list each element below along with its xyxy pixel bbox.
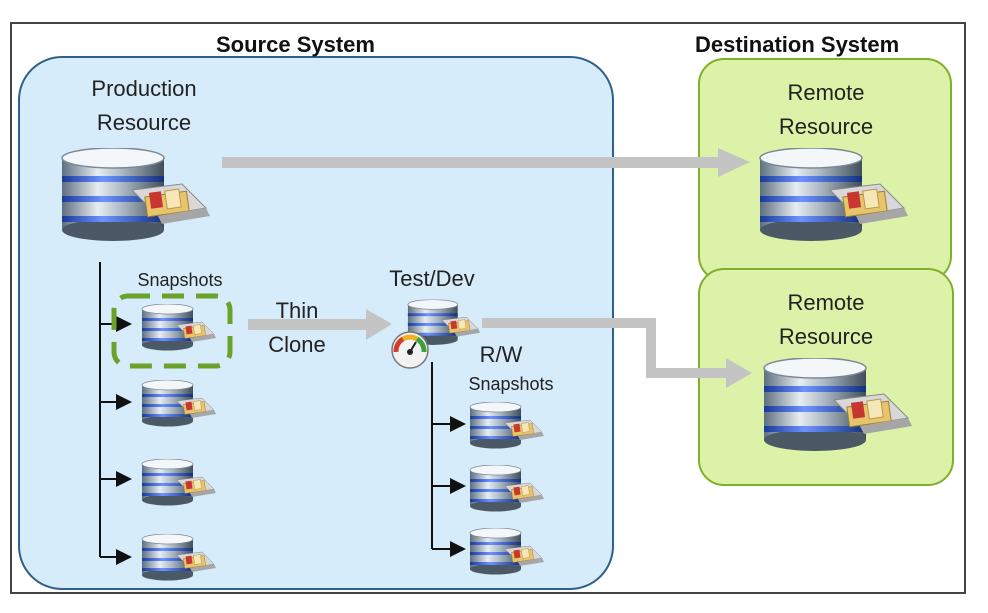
thin-clone-arrow: [248, 309, 392, 340]
selected-snapshot-highlight: [111, 293, 233, 369]
database-icon: [756, 358, 924, 454]
database-icon: [138, 530, 222, 586]
testdev-label: Test/Dev: [389, 266, 475, 291]
rw-snapshot-tree: [431, 362, 466, 557]
replication-arrow-bottom: [482, 318, 752, 388]
database-icon: [138, 300, 222, 356]
production-resource-label-line2: Resource: [96, 110, 192, 135]
remote-resource-2-line1: Remote: [787, 290, 865, 315]
snapshot-tree: [99, 262, 132, 565]
gauge-icon: [391, 331, 429, 369]
snapshots-label: Snapshots: [137, 270, 223, 290]
database-icon: [54, 148, 222, 244]
database-icon: [138, 455, 222, 511]
database-icon: [752, 148, 920, 244]
source-system-title: Source System: [216, 32, 375, 57]
production-resource-label-line1: Production: [91, 76, 197, 101]
production-resource-label: Production Resource: [70, 72, 218, 140]
remote-resource-1-line1: Remote: [787, 80, 865, 105]
rw-label: R/W: [479, 342, 523, 367]
database-icon: [466, 398, 550, 454]
rw-snapshots-label: Snapshots: [468, 374, 554, 394]
database-icon: [466, 524, 550, 580]
replication-arrow-top: [222, 148, 750, 177]
thin-clone-label-line1: Thin: [275, 298, 319, 323]
database-icon: [466, 461, 550, 517]
destination-system-title: Destination System: [695, 32, 900, 57]
remote-resource-1-line2: Resource: [778, 114, 874, 139]
remote-resource-2-line2: Resource: [778, 324, 874, 349]
thin-clone-label-line2: Clone: [268, 332, 326, 357]
database-icon: [138, 376, 222, 432]
